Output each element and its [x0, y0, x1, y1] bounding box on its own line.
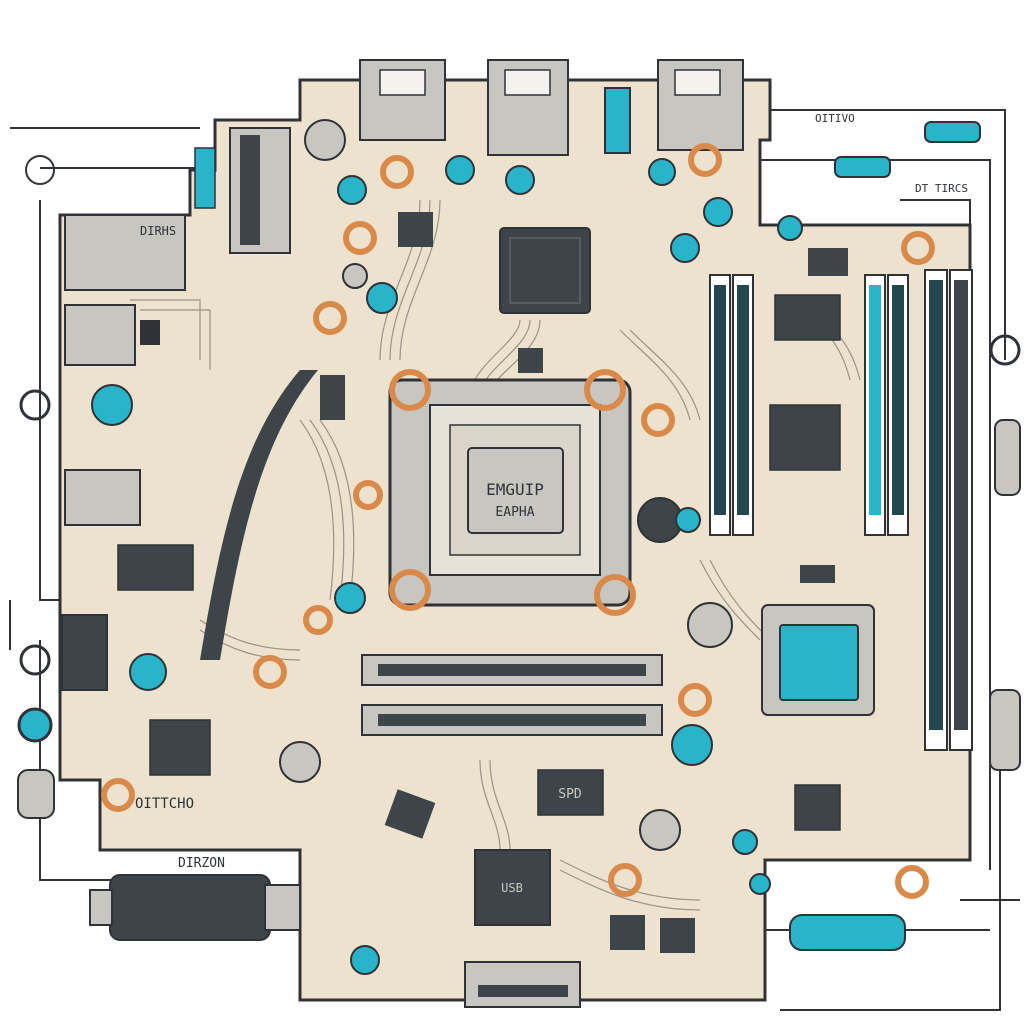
power-connector-left [61, 614, 108, 691]
board-labels: OITTCHO DIRZON DIRHS OITIVO DT TIRCS [135, 112, 968, 871]
ram-slots [709, 269, 973, 751]
spd-chip-label: SPD [558, 787, 582, 802]
bottom-connector [464, 961, 581, 1008]
circuit-traces [130, 199, 861, 911]
cpu-socket: EMGUIP EAPHA [388, 369, 636, 616]
ethernet-port [64, 214, 186, 291]
capacitors [91, 119, 803, 975]
usb-side-port [64, 469, 141, 526]
top-io-ports [359, 59, 744, 156]
heatpipe [200, 370, 318, 660]
label-port-top-left: DIRHS [140, 224, 176, 238]
usb-port-2 [487, 59, 569, 156]
label-right-small: OITIVO [815, 112, 855, 125]
cpu-label-2: EAPHA [495, 505, 534, 520]
chipset-teal [761, 604, 875, 716]
left-connectors [61, 127, 291, 691]
cpu-label-1: EMGUIP [486, 480, 544, 499]
label-bottom-left: DIRZON [178, 856, 225, 871]
video-port [64, 304, 136, 366]
expansion-slots [200, 370, 663, 736]
chips: SPD USB [117, 212, 848, 953]
external-components [17, 121, 1021, 951]
usb-chip-label: USB [501, 881, 523, 895]
chip-top [499, 227, 591, 314]
cpu-chip [467, 447, 564, 534]
audio-connector [604, 87, 631, 154]
label-right-small-2: DT TIRCS [915, 182, 968, 195]
resistor-right-4 [989, 689, 1021, 771]
resistor-right-3 [994, 419, 1021, 496]
fuse-right [789, 914, 906, 951]
label-left-cap: OITTCHO [135, 796, 194, 812]
mounting-holes [101, 143, 935, 899]
resistor-right-2 [834, 156, 891, 178]
battery-cylinder [109, 874, 271, 941]
resistor-right-1 [924, 121, 981, 143]
